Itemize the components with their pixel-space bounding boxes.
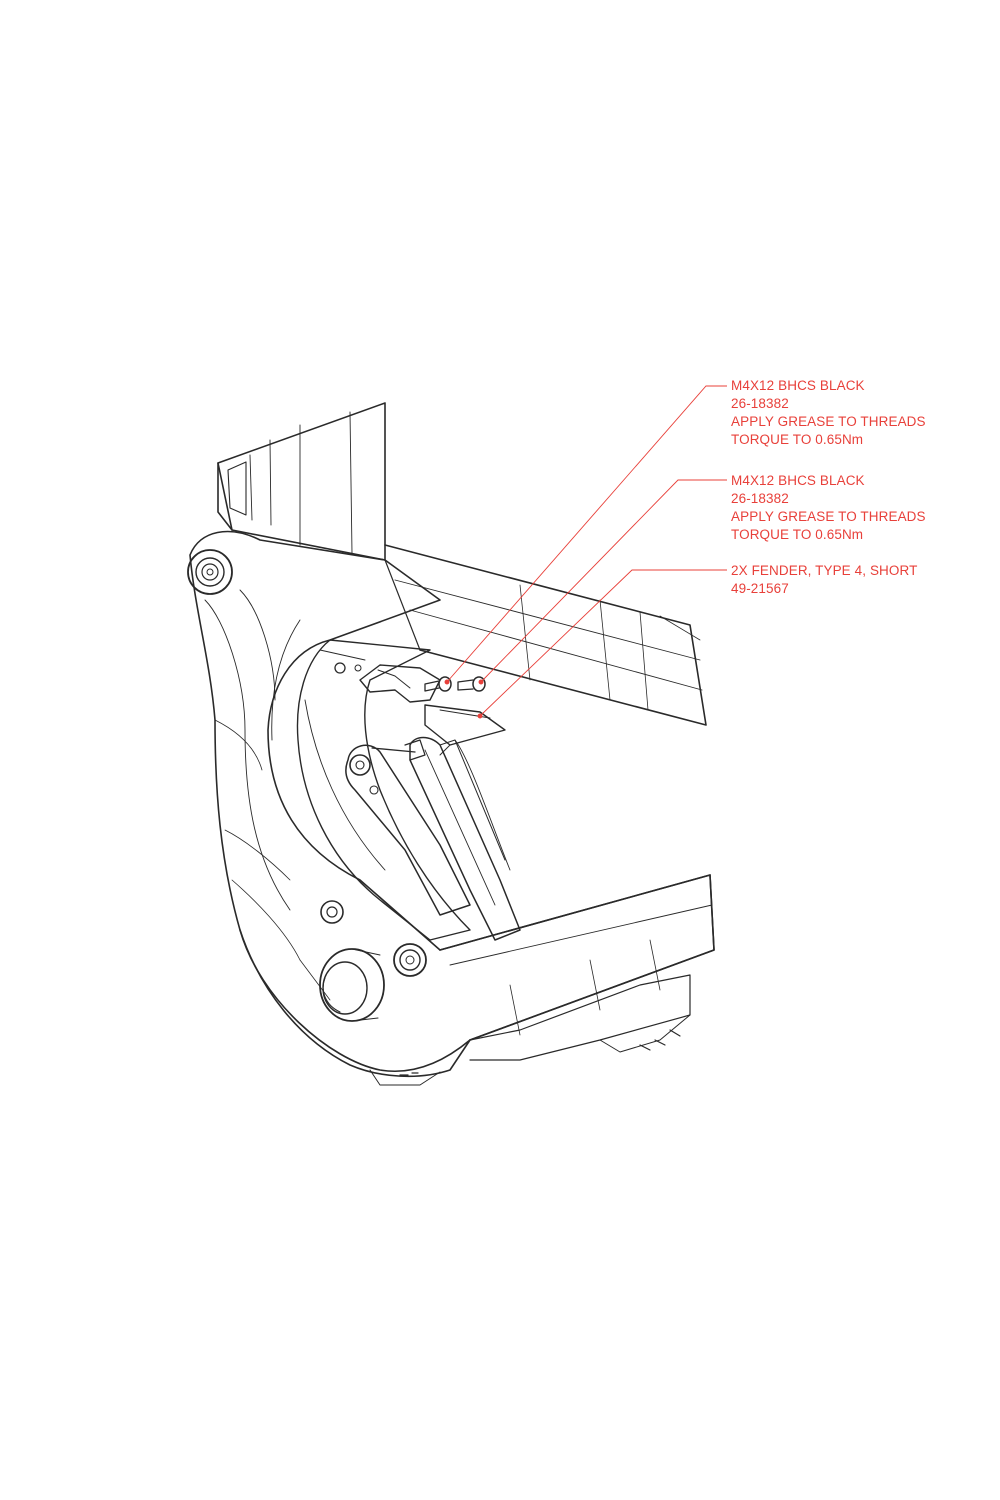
- callout-fender: 2X FENDER, TYPE 4, SHORT 49-21567: [731, 562, 917, 598]
- callout-bolt-lower: M4X12 BHCS BLACK 26-18382 APPLY GREASE T…: [731, 472, 926, 544]
- callout-line: TORQUE TO 0.65Nm: [731, 527, 864, 542]
- callout-line: M4X12 BHCS BLACK: [731, 378, 865, 393]
- callout-line: TORQUE TO 0.65Nm: [731, 432, 864, 447]
- small-pivot-bolt: [320, 900, 344, 924]
- callout-line: 2X FENDER, TYPE 4, SHORT: [731, 563, 918, 578]
- callout-bolt-upper: M4X12 BHCS BLACK 26-18382 APPLY GREASE T…: [731, 377, 926, 449]
- leader-line-3: [479, 569, 727, 717]
- chainstay: [439, 874, 715, 1061]
- seat-tube: [217, 402, 386, 561]
- fender: [424, 704, 506, 756]
- leader-lines: [444, 385, 727, 719]
- upper-pivot-bearing: [187, 549, 233, 595]
- rocker-link: [345, 739, 471, 916]
- leader-line-1: [446, 385, 727, 683]
- frame-window: [296, 639, 471, 941]
- leader-end-dot: [478, 679, 484, 685]
- callout-line: APPLY GREASE TO THREADS: [731, 509, 926, 524]
- hardware-mark: [399, 1072, 419, 1076]
- shock-strut: [409, 736, 521, 941]
- bolt-upper: [457, 676, 486, 692]
- leader-end-dot: [477, 713, 483, 719]
- fender-mount-bracket: [319, 649, 441, 703]
- callout-line: 49-21567: [731, 581, 789, 596]
- bolt-lower: [424, 676, 452, 692]
- bottom-bracket-area: [239, 929, 471, 1086]
- leader-line-2: [480, 479, 727, 683]
- callout-line: APPLY GREASE TO THREADS: [731, 414, 926, 429]
- frame-body: [189, 530, 715, 1073]
- top-tube: [384, 544, 707, 726]
- bottom-bracket-shell: [319, 948, 385, 1022]
- callout-line: M4X12 BHCS BLACK: [731, 473, 865, 488]
- lower-pivot-bearing: [393, 943, 427, 977]
- callout-line: 26-18382: [731, 491, 789, 506]
- callout-line: 26-18382: [731, 396, 789, 411]
- leader-end-dot: [444, 679, 450, 685]
- hardware-mark: [639, 1029, 681, 1051]
